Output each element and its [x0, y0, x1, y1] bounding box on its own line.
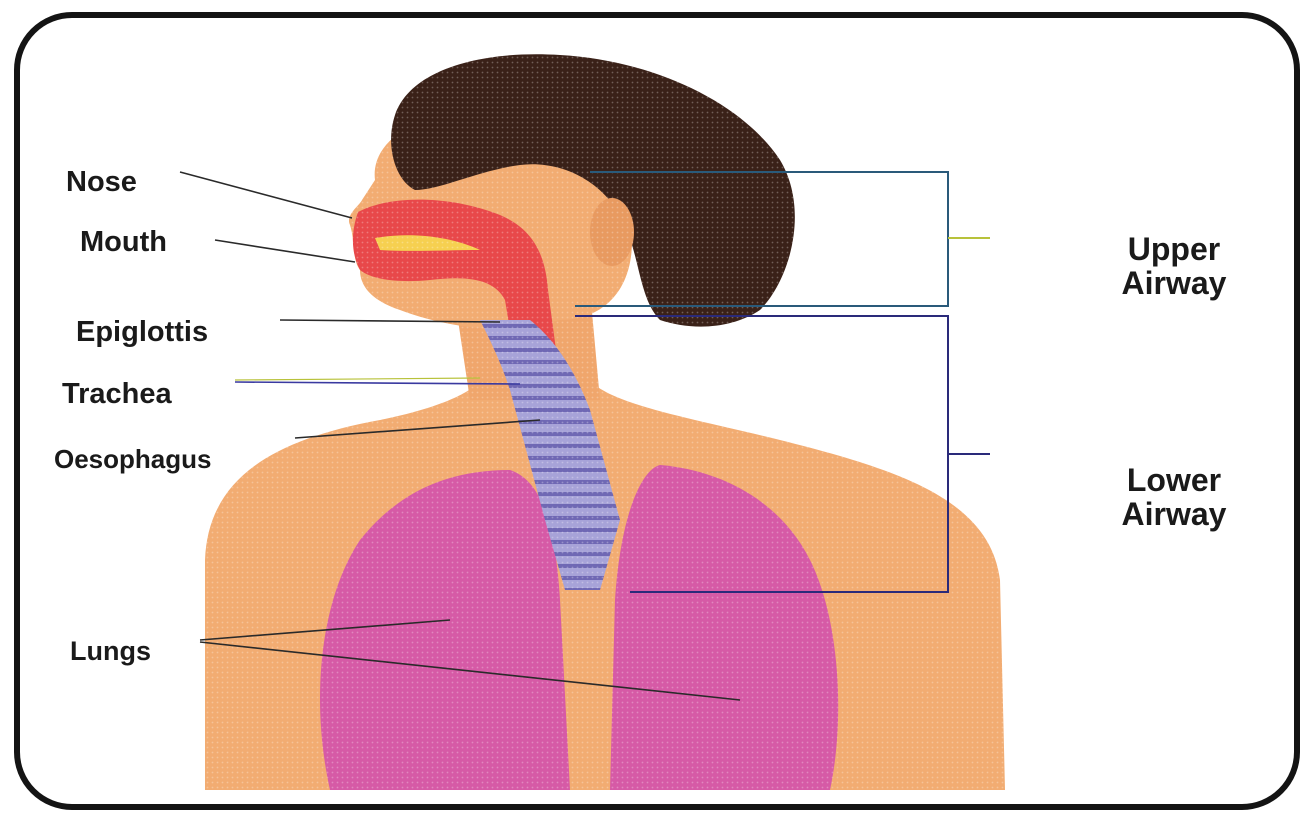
lower-airway-line1: Lower — [1089, 463, 1259, 497]
label-oesophagus: Oesophagus — [54, 446, 211, 472]
lower-airway-line2: Airway — [1089, 497, 1259, 531]
label-mouth: Mouth — [80, 228, 167, 257]
upper-airway-line1: Upper — [1089, 232, 1259, 266]
label-epiglottis: Epiglottis — [76, 318, 208, 347]
label-lungs: Lungs — [70, 638, 151, 665]
label-upper-airway: Upper Airway — [1089, 232, 1259, 300]
label-lower-airway: Lower Airway — [1089, 463, 1259, 531]
label-trachea: Trachea — [62, 380, 172, 409]
label-nose: Nose — [66, 168, 137, 197]
upper-airway-line2: Airway — [1089, 266, 1259, 300]
halftone-texture — [200, 55, 1010, 795]
